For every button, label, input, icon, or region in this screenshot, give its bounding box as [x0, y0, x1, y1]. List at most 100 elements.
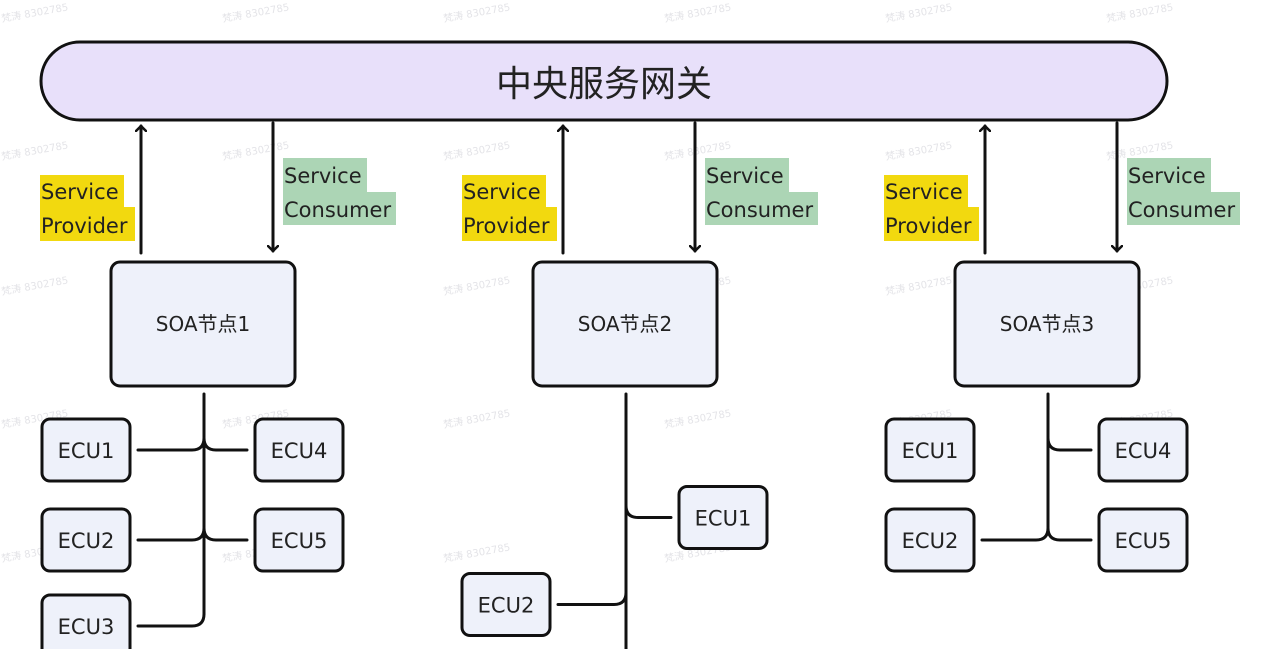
- watermark-text: 梵涛 8302785: [0, 138, 69, 163]
- watermark-text: 梵涛 8302785: [0, 273, 69, 298]
- provider-highlight: [40, 207, 135, 241]
- soa-node-box: [531, 260, 719, 388]
- watermark-text: 梵涛 8302785: [442, 0, 511, 25]
- watermark-text: 梵涛 8302785: [221, 0, 290, 25]
- watermark-text: 梵涛 8302785: [663, 406, 732, 431]
- watermark-text: 梵涛 8302785: [884, 0, 953, 25]
- provider-label-line: Provider: [885, 214, 972, 238]
- provider-highlight: [884, 175, 968, 207]
- consumer-label-line: Consumer: [706, 198, 813, 222]
- ecu-box: [253, 507, 345, 573]
- watermark-text: 梵涛 8302785: [884, 138, 953, 163]
- ecu-ecu1[interactable]: ECU1: [677, 485, 769, 550]
- ecu-connector: [1046, 436, 1093, 452]
- watermark-text: 梵涛 8302785: [1105, 0, 1174, 25]
- provider-label-line: Service: [885, 180, 963, 204]
- ecu-ecu3[interactable]: ECU3: [40, 593, 132, 649]
- ecu-label: ECU2: [902, 529, 959, 553]
- ecu-box: [40, 417, 132, 483]
- ecu-box: [884, 507, 976, 573]
- ecu-label: ECU5: [1115, 529, 1172, 553]
- provider-label-line: Service: [41, 180, 119, 204]
- soa-node-label: SOA节点3: [1000, 312, 1095, 336]
- soa-node-box: [953, 260, 1141, 388]
- ecu-label: ECU4: [271, 439, 328, 463]
- provider-highlight: [884, 207, 979, 241]
- ecu-ecu5[interactable]: ECU5: [253, 507, 345, 573]
- ecu-ecu2[interactable]: ECU2: [884, 507, 976, 573]
- soa-node-box: [109, 260, 297, 388]
- ecu-ecu2[interactable]: ECU2: [460, 572, 552, 637]
- soa-node-2[interactable]: SOA节点2: [531, 260, 719, 388]
- central-service-gateway[interactable]: 中央服务网关: [39, 40, 1169, 122]
- ecu-label: ECU2: [478, 594, 535, 618]
- ecu-box: [1097, 507, 1189, 573]
- consumer-highlight: [705, 192, 818, 225]
- ecu-connector: [1046, 526, 1093, 542]
- ecu-connector: [624, 504, 673, 519]
- soa-node-label: SOA节点2: [578, 312, 673, 336]
- ecu-label: ECU1: [695, 507, 752, 531]
- ecu-ecu4[interactable]: ECU4: [253, 417, 345, 483]
- provider-label-line: Provider: [463, 214, 550, 238]
- ecu-box: [1097, 417, 1189, 483]
- ecu-connector: [556, 591, 628, 606]
- consumer-highlight: [705, 158, 789, 192]
- soa-nodes: ServiceProviderServiceConsumerSOA节点1ECU1…: [40, 121, 1240, 649]
- ecu-ecu2[interactable]: ECU2: [40, 507, 132, 573]
- ecu-label: ECU3: [58, 615, 115, 639]
- soa-node-3-group: ServiceProviderServiceConsumerSOA节点3ECU1…: [884, 121, 1240, 573]
- ecu-box: [884, 417, 976, 483]
- consumer-label-line: Service: [1128, 164, 1206, 188]
- watermark-text: 梵涛 8302785: [221, 138, 290, 163]
- ecu-ecu1[interactable]: ECU1: [884, 417, 976, 483]
- watermark-text: 梵涛 8302785: [663, 0, 732, 25]
- soa-node-1[interactable]: SOA节点1: [109, 260, 297, 388]
- watermark-text: 梵涛 8302785: [0, 0, 69, 25]
- ecu-box: [40, 593, 132, 649]
- ecu-box: [253, 417, 345, 483]
- ecu-label: ECU2: [58, 529, 115, 553]
- gateway-shape: [39, 40, 1169, 122]
- ecu-ecu4[interactable]: ECU4: [1097, 417, 1189, 483]
- watermark-text: 梵涛 8302785: [442, 138, 511, 163]
- soa-node-3[interactable]: SOA节点3: [953, 260, 1141, 388]
- consumer-label-line: Consumer: [1128, 198, 1235, 222]
- watermark-text: 梵涛 8302785: [442, 406, 511, 431]
- consumer-highlight: [283, 192, 396, 225]
- ecu-connector: [202, 526, 249, 542]
- gateway-label: 中央服务网关: [496, 64, 712, 105]
- consumer-highlight: [1127, 158, 1211, 192]
- consumer-label-line: Service: [284, 164, 362, 188]
- provider-highlight: [40, 175, 124, 207]
- provider-highlight: [462, 207, 557, 241]
- ecu-ecu5[interactable]: ECU5: [1097, 507, 1189, 573]
- consumer-label-line: Service: [706, 164, 784, 188]
- ecu-label: ECU5: [271, 529, 328, 553]
- soa-node-label: SOA节点1: [156, 312, 251, 336]
- consumer-label-line: Consumer: [284, 198, 391, 222]
- ecu-connector: [202, 436, 249, 452]
- ecu-label: ECU1: [902, 439, 959, 463]
- consumer-highlight: [283, 158, 367, 192]
- watermark-text: 梵涛 8302785: [884, 273, 953, 298]
- consumer-highlight: [1127, 192, 1240, 225]
- ecu-ecu1[interactable]: ECU1: [40, 417, 132, 483]
- ecu-box: [677, 485, 769, 550]
- ecu-label: ECU4: [1115, 439, 1172, 463]
- ecu-connector: [980, 526, 1050, 542]
- provider-label-line: Provider: [41, 214, 128, 238]
- ecu-connector: [136, 526, 206, 542]
- ecu-connector: [136, 612, 206, 628]
- ecu-label: ECU1: [58, 439, 115, 463]
- ecu-box: [40, 507, 132, 573]
- soa-node-1-group: ServiceProviderServiceConsumerSOA节点1ECU1…: [40, 121, 396, 649]
